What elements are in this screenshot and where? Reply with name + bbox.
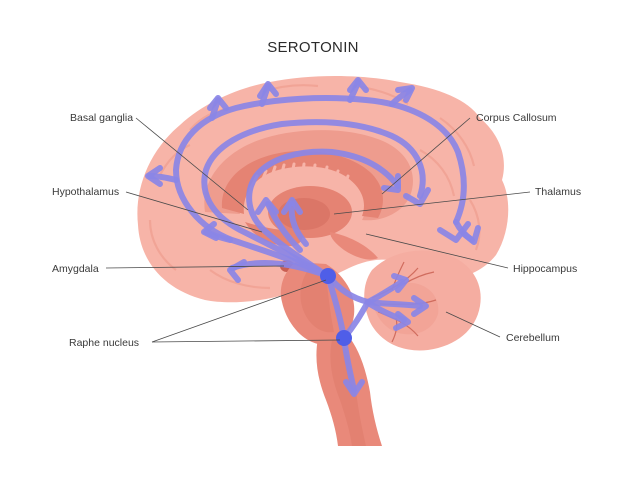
leader-hypothalamus [125,191,263,233]
arrow-cerebellum-up [391,273,409,293]
label-raphe-nucleus: Raphe nucleus [69,337,139,349]
raphe-nucleus-lower [336,330,352,346]
label-corpus-callosum: Corpus Callosum [476,112,557,124]
leader-amygdala [105,265,285,269]
pons-inner [300,270,334,333]
leader-lines [105,117,531,343]
labels: Basal ganglia Hypothalamus Amygdala Raph… [52,112,581,349]
label-hippocampus: Hippocampus [513,263,577,275]
label-cerebellum: Cerebellum [506,332,560,344]
arrow-cortex-4 [395,85,415,103]
pathway-inner-arc [246,148,401,279]
arrow-basal [255,197,279,215]
corpus-callosum [204,130,413,221]
leader-corpus-callosum [381,117,471,195]
label-hypothalamus: Hypothalamus [52,186,119,198]
leader-basal-ganglia [135,117,249,211]
arrow-frontal [145,165,163,187]
label-basal-ganglia: Basal ganglia [70,112,133,124]
serotonin-pathways [145,77,481,397]
raphe-nucleus-upper [320,268,336,284]
arrow-cortex-1 [207,95,229,111]
arrow-occipital-2 [461,225,481,245]
pathway-thal-branch [288,201,309,247]
leader-raphe-upper [151,279,327,343]
leader-cerebellum [445,311,501,338]
arrow-cortex-3 [347,77,369,93]
diagram-title: SEROTONIN [267,39,359,56]
cerebellum-inner [372,282,439,335]
arrow-temporal [227,259,247,283]
arrow-cerebellum [411,295,429,317]
label-thalamus: Thalamus [535,186,581,198]
medulla-inner [330,340,366,446]
leader-raphe-lower [151,339,341,343]
label-amygdala: Amygdala [52,263,99,275]
arrow-cerebellum-down [393,311,411,331]
arrow-hypo [201,221,219,241]
arrow-descending [343,379,365,397]
arrow-occipital [437,221,471,243]
leader-thalamus [333,191,531,215]
leader-hippocampus [365,233,509,269]
arrow-cortex-2 [257,81,279,99]
pathway-middle-arc [201,119,426,279]
hippocampus [330,232,378,260]
arrow-thal [281,197,303,215]
pathway-arrowheads [145,77,481,397]
